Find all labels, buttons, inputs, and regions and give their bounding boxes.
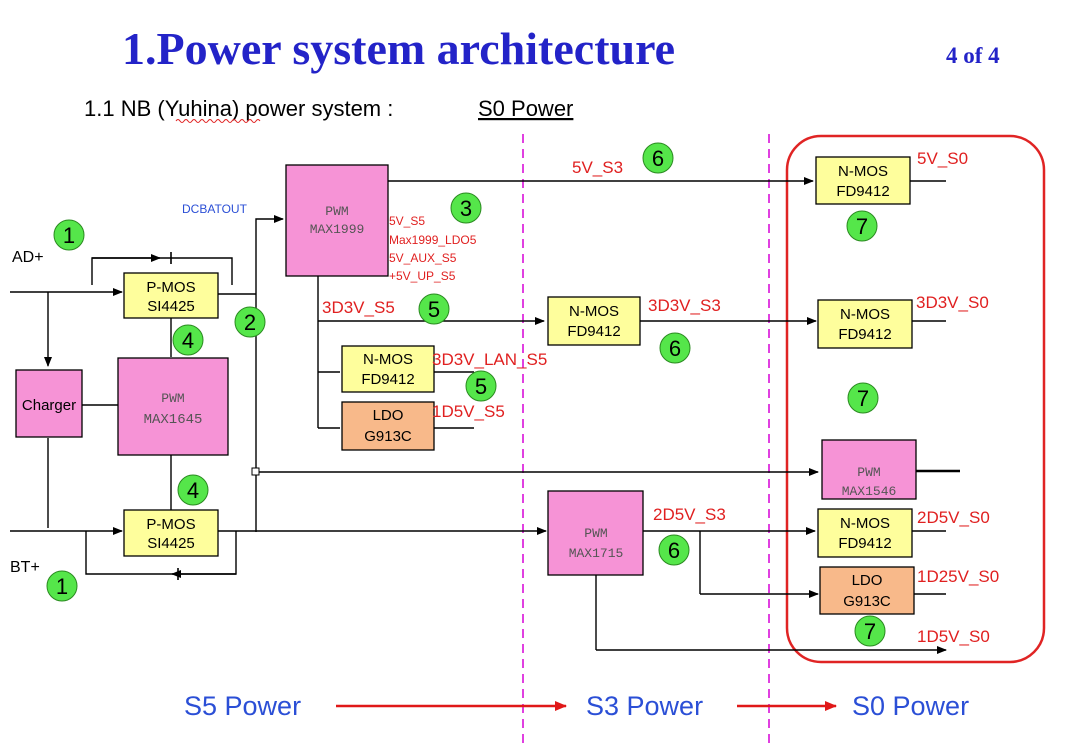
svg-text:P-MOS: P-MOS [146,279,195,296]
svg-text:6: 6 [669,336,681,361]
step-marker: 6 [642,142,674,174]
rail-5v-aux-s5: 5V_AUX_S5 [389,251,457,265]
s0-power-label: S0 Power [852,691,969,721]
rail-1d25v-s0: 1D25V_S0 [917,567,999,586]
nmos-s3-block: N-MOS FD9412 [547,296,641,346]
svg-text:5: 5 [475,374,487,399]
svg-text:3: 3 [460,196,472,221]
rail-5v-up-s5: +5V_UP_S5 [389,269,456,283]
rail-5v-s0: 5V_S0 [917,149,968,168]
svg-text:G913C: G913C [843,593,891,610]
svg-text:4: 4 [182,328,194,353]
subtitle-prefix: 1.1 NB (Yuhina) power system : [84,96,393,121]
pwm-max1715-block: PWM MAX1715 [547,490,644,576]
svg-text:N-MOS: N-MOS [363,351,413,368]
page-title: 1.Power system architecture [122,23,675,74]
rail-3d3v-lan-s5: 3D3V_LAN_S5 [432,350,547,369]
step-marker: 7 [854,615,886,647]
step-marker: 2 [234,306,266,338]
rail-5v-s5: 5V_S5 [389,214,425,228]
step-marker: 4 [177,474,209,506]
svg-text:MAX1715: MAX1715 [569,546,624,561]
svg-text:1: 1 [56,574,68,599]
rail-5v-s3: 5V_S3 [572,158,623,177]
svg-text:4: 4 [187,478,199,503]
svg-text:2: 2 [244,310,256,335]
subtitle-emphasis: S0 Power [478,96,573,121]
pmos-bottom-block: P-MOS SI4425 [123,509,219,557]
svg-text:N-MOS: N-MOS [840,515,890,532]
nmos-3d3v-s0-block: N-MOS FD9412 [817,299,913,349]
rail-1d5v-s5: 1D5V_S5 [432,402,505,421]
svg-text:LDO: LDO [852,572,883,589]
rail-max1999-ldo5: Max1999_LDO5 [389,233,477,247]
pwm-max1999-block: PWM MAX1999 [285,164,389,277]
nmos-5v-s0-block: N-MOS FD9412 [815,156,911,205]
step-marker: 5 [418,293,450,325]
ad-plus-label: AD+ [12,249,44,266]
page-number: 4 of 4 [946,43,1000,68]
step-marker: 1 [46,570,78,602]
step-marker: 3 [450,192,482,224]
svg-text:P-MOS: P-MOS [146,516,195,533]
svg-text:PWM: PWM [857,465,880,480]
svg-text:MAX1999: MAX1999 [310,222,365,237]
svg-text:FD9412: FD9412 [838,535,891,552]
step-marker: 6 [658,534,690,566]
svg-text:N-MOS: N-MOS [838,163,888,180]
svg-text:7: 7 [857,386,869,411]
pmos-top-block: P-MOS SI4425 [123,272,219,319]
svg-text:PWM: PWM [161,391,184,406]
svg-text:PWM: PWM [325,204,348,219]
svg-text:SI4425: SI4425 [147,535,195,552]
step-marker: 7 [846,210,878,242]
bt-plus-label: BT+ [10,559,40,576]
step-marker: 7 [847,382,879,414]
svg-text:6: 6 [652,146,664,171]
svg-text:Charger: Charger [22,397,76,414]
svg-text:FD9412: FD9412 [836,183,889,200]
step-marker: 4 [172,324,204,356]
rail-3d3v-s0: 3D3V_S0 [916,293,989,312]
rail-1d5v-s0: 1D5V_S0 [917,627,990,646]
svg-text:SI4425: SI4425 [147,298,195,315]
svg-text:6: 6 [668,538,680,563]
svg-text:7: 7 [864,619,876,644]
svg-text:1: 1 [63,223,75,248]
charger-block: Charger [15,369,83,438]
rail-2d5v-s3: 2D5V_S3 [653,505,726,524]
svg-text:5: 5 [428,297,440,322]
svg-text:7: 7 [856,214,868,239]
s0-region-highlight [785,134,1046,664]
svg-text:FD9412: FD9412 [567,323,620,340]
pwm-max1546-block: PWM MAX1546 [821,439,917,500]
rail-3d3v-s5: 3D3V_S5 [322,298,395,317]
pwm-max1645-block: PWM MAX1645 [117,357,229,456]
rail-3d3v-s3: 3D3V_S3 [648,296,721,315]
spellcheck-underline [175,119,261,123]
svg-text:LDO: LDO [373,407,404,424]
svg-text:FD9412: FD9412 [361,371,414,388]
ldo-s0-block: LDO G913C [819,566,915,615]
svg-text:MAX1546: MAX1546 [842,484,897,499]
ldo-s5-block: LDO G913C [341,401,435,451]
svg-text:FD9412: FD9412 [838,326,891,343]
s3-power-label: S3 Power [586,691,703,721]
step-marker: 1 [53,219,85,251]
dcbatout-label: DCBATOUT [182,202,248,216]
svg-text:N-MOS: N-MOS [840,306,890,323]
step-marker: 6 [659,332,691,364]
rail-2d5v-s0: 2D5V_S0 [917,508,990,527]
svg-text:N-MOS: N-MOS [569,303,619,320]
s5-power-label: S5 Power [184,691,301,721]
svg-text:MAX1645: MAX1645 [144,412,203,428]
nmos-lan-block: N-MOS FD9412 [341,345,435,393]
nmos-2d5v-s0-block: N-MOS FD9412 [817,508,913,558]
step-marker: 5 [465,370,497,402]
svg-text:PWM: PWM [584,526,607,541]
svg-text:G913C: G913C [364,428,412,445]
